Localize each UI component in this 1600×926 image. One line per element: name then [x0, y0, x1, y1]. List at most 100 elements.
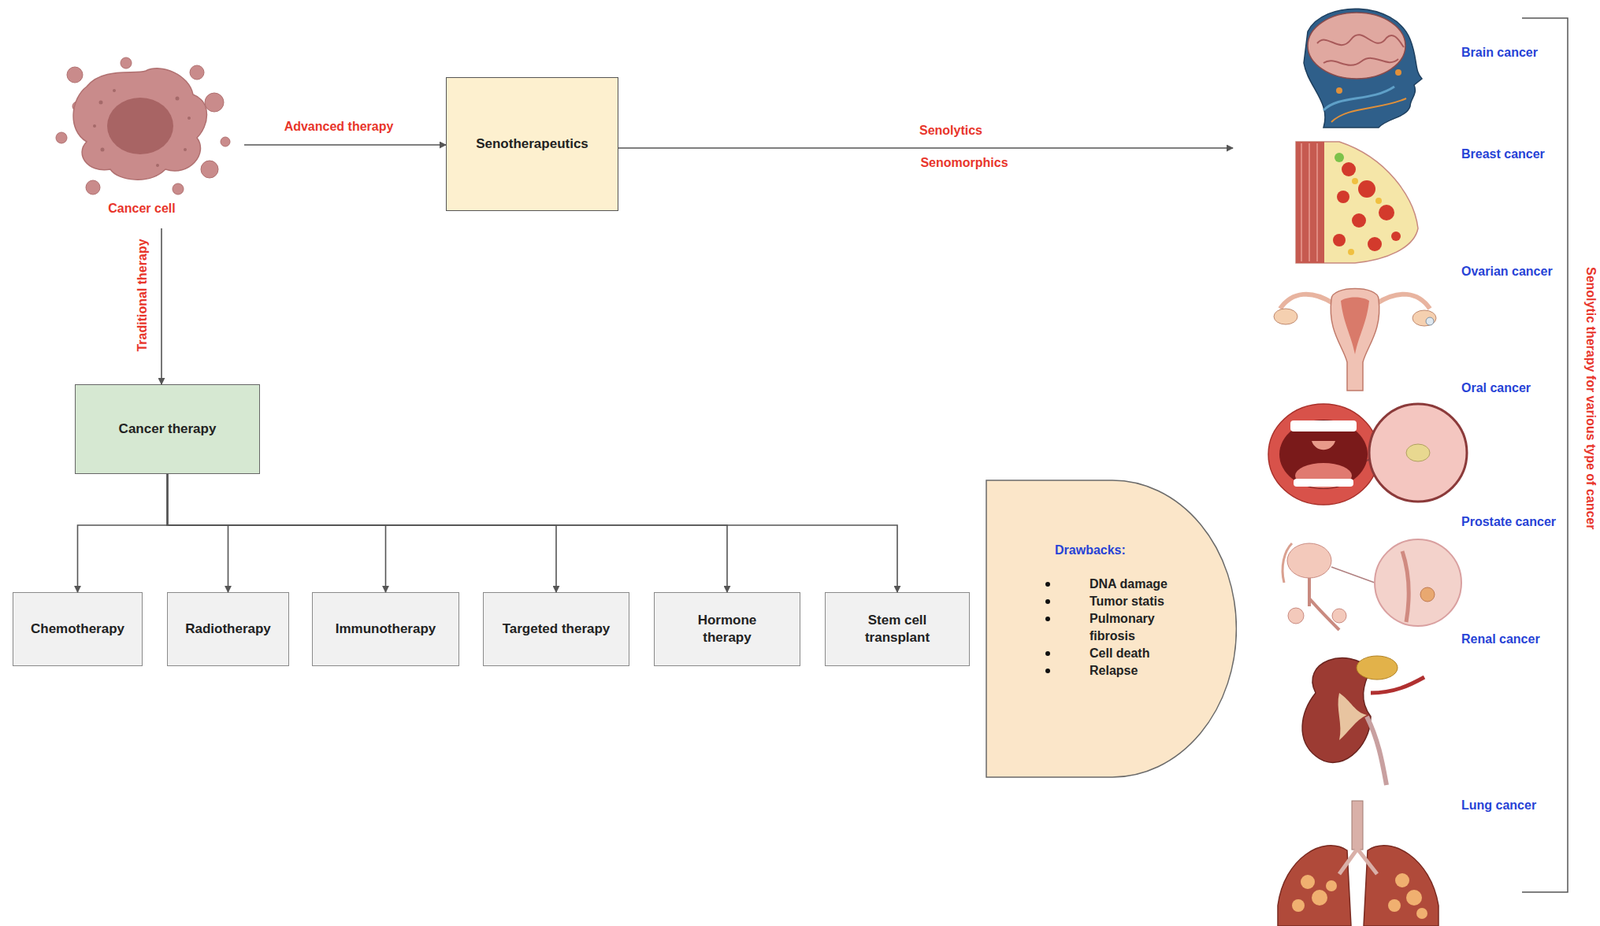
prostate-illustration [1402, 551, 1409, 623]
bullet-dot [1045, 599, 1051, 605]
prostate-illustration [1288, 608, 1304, 624]
cancer-type: Prostate cancer [1264, 513, 1533, 631]
ovary-illustration [1280, 294, 1333, 309]
oral-illustration [1311, 441, 1336, 450]
breast-illustration [1295, 141, 1325, 264]
cancer-cell-illustration [200, 160, 219, 179]
breast-illustration [1295, 141, 1419, 264]
ovary-illustration [1273, 308, 1298, 325]
drawback-text: Pulmonary fibrosis [1089, 612, 1155, 643]
oral-illustration [1290, 420, 1357, 432]
cancer-cell-illustration [155, 163, 160, 168]
connector-arrow [167, 474, 557, 593]
cancer-cell-illustration [204, 92, 224, 112]
list-item: DNA damage [1089, 575, 1169, 594]
group-band: Senolytic therapy for various type of ca… [1232, 0, 1600, 926]
cancer-cell-illustration [66, 66, 83, 83]
lung-illustration [1395, 873, 1410, 888]
bullet-list: DNA damageTumor statisPulmonary fibrosis… [1089, 575, 1169, 680]
list-item: Tumor statis [1089, 593, 1169, 611]
cancer-cell-illustration [187, 116, 191, 120]
oral-illustration [1279, 419, 1368, 490]
prostate-illustration [1332, 608, 1347, 624]
lung-illustration [1277, 801, 1439, 926]
cancer-label: Brain cancer [1461, 44, 1538, 62]
breast-illustration [1347, 248, 1355, 256]
lung-illustration [1363, 846, 1439, 926]
prostate-illustration [1374, 539, 1462, 627]
lung-illustration [1300, 875, 1315, 890]
ovary-illustration [1377, 294, 1430, 309]
brain-illustration [1336, 87, 1343, 94]
breast-illustration [1351, 213, 1367, 228]
prostate-illustration [1331, 567, 1375, 583]
kidney-illustration [1366, 716, 1387, 786]
kidney-illustration [1338, 693, 1367, 741]
therapy-box: Hormone therapy [653, 592, 801, 667]
oral-illustration [1268, 404, 1467, 505]
prostate-illustration [1282, 539, 1462, 631]
cancer-cell-illustration [172, 183, 184, 195]
cancer-type: Lung cancer [1264, 797, 1533, 926]
group-label: Senolytic therapy for various type of ca… [1581, 267, 1599, 530]
cancer-cell-illustration [112, 89, 116, 93]
box-label: Cancer therapy [118, 420, 217, 439]
edge-label: Senomorphics [920, 155, 1008, 171]
bullet-dot [1045, 651, 1051, 657]
breast-illustration [1341, 162, 1356, 177]
panel-heading: Drawbacks: [1054, 542, 1126, 560]
connector-arrow [167, 474, 387, 593]
edge-label: Senolytics [919, 123, 983, 138]
box-label: Targeted therapy [502, 620, 611, 639]
list-item: Cell death [1089, 645, 1169, 663]
bullet-dot [1045, 668, 1051, 674]
cancer-cell-illustration [73, 68, 207, 180]
box-label: Immunotherapy [335, 620, 437, 639]
kidney-illustration [1302, 656, 1425, 786]
box-label: Radiotherapy [185, 620, 271, 639]
cancer-cell-illustration [120, 57, 132, 69]
oral-illustration [1293, 478, 1354, 487]
therapy-box: Radiotherapy [167, 592, 290, 667]
ovary-illustration [1330, 289, 1380, 392]
cancer-cell-illustration [220, 137, 231, 147]
lung-illustration [1388, 899, 1401, 913]
cancer-cell-illustration [55, 132, 67, 144]
connector-arrow [618, 147, 1233, 149]
cancer-cell-illustration [175, 96, 180, 101]
oral-illustration [1369, 404, 1467, 502]
cancer-cell-illustration [85, 180, 101, 195]
lung-illustration [1277, 846, 1352, 926]
cancer-cell-illustration [55, 57, 231, 195]
brain-illustration [1331, 98, 1407, 123]
edge-label: Traditional therapy [135, 238, 150, 352]
box-label: Stem cell transplant [857, 612, 937, 647]
brain-illustration [1395, 69, 1402, 76]
bullet-dot [1045, 616, 1051, 622]
drawbacks-panel: Drawbacks: DNA damageTumor statisPulmonar… [985, 479, 1237, 779]
connector-arrow [167, 474, 229, 593]
prostate-illustration [1282, 543, 1292, 583]
breast-illustration [1391, 231, 1401, 242]
breast-illustration [1375, 197, 1382, 205]
cancer-cell-illustration [100, 148, 105, 153]
prostate-illustration [1287, 543, 1332, 579]
therapy-box: Stem cell transplant [824, 592, 970, 667]
brain-illustration [1323, 86, 1395, 111]
therapy-box: Targeted therapy [482, 592, 630, 667]
brain-illustration [1303, 8, 1422, 128]
prostate-illustration [1420, 587, 1435, 602]
box-label: Hormone therapy [687, 612, 767, 647]
connector-arrow [77, 474, 168, 593]
illustration-node: Cancer cell [39, 59, 245, 229]
ovary-illustration [1412, 310, 1437, 327]
breast-illustration [1367, 237, 1382, 252]
connector-arrow [244, 144, 446, 146]
brain-illustration [1317, 34, 1404, 48]
cancer-type: Renal cancer [1264, 631, 1533, 790]
brain-illustration [1307, 12, 1406, 79]
cancer-cell-illustration [92, 124, 97, 128]
drawback-text: Tumor statis [1089, 594, 1165, 609]
